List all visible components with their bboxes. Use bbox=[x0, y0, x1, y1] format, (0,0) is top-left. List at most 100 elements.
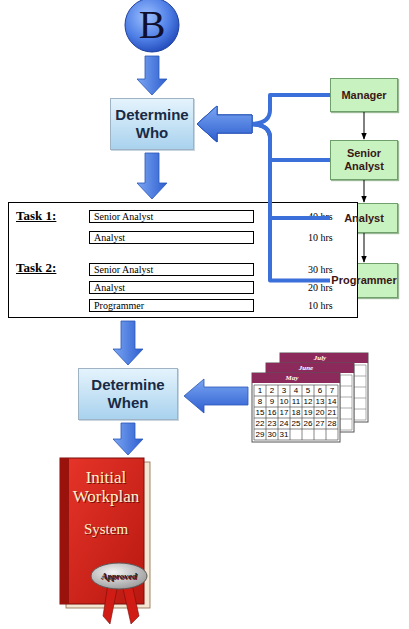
start-connector-circle: B bbox=[124, 0, 180, 53]
day-number: 23 bbox=[266, 418, 278, 429]
assignment-role: Programmer bbox=[90, 300, 253, 311]
sheet-header bbox=[266, 363, 354, 373]
day-number: 20 bbox=[314, 407, 326, 418]
assignment-role: Senior Analyst bbox=[90, 264, 253, 275]
assignment-hours: 30 hrs bbox=[308, 264, 333, 275]
day-number: 21 bbox=[326, 407, 338, 418]
assignment-hours: 40 hrs bbox=[308, 211, 333, 222]
day-number: 4 bbox=[290, 385, 302, 396]
flow-arrow bbox=[137, 56, 167, 95]
assignment-hours: 10 hrs bbox=[308, 300, 333, 311]
calendar-sheet bbox=[252, 373, 340, 442]
merge-brace-arrow bbox=[197, 106, 330, 160]
day-number: 24 bbox=[278, 418, 290, 429]
day-number: 15 bbox=[254, 407, 266, 418]
hierarchy-arrow bbox=[364, 112, 365, 139]
hierarchy-arrow bbox=[364, 180, 365, 202]
day-number: 8 bbox=[254, 396, 266, 407]
assignment-role: Analyst bbox=[90, 282, 253, 293]
role-label: Programmer bbox=[329, 274, 398, 287]
day-number: 11 bbox=[290, 396, 302, 407]
seal-label: Approved bbox=[101, 571, 137, 581]
assignment-hours: 20 hrs bbox=[308, 282, 333, 293]
sheet-body bbox=[252, 373, 340, 442]
month-name: June bbox=[286, 364, 326, 372]
day-number: 18 bbox=[290, 407, 302, 418]
day-number: 17 bbox=[278, 407, 290, 418]
day-number: 31 bbox=[278, 429, 290, 440]
task-heading: Task 2: bbox=[16, 260, 56, 276]
assignment-box: Programmer10 hrs bbox=[89, 299, 254, 312]
day-number: 2 bbox=[266, 385, 278, 396]
sheet-header bbox=[280, 353, 368, 363]
day-number: 25 bbox=[290, 418, 302, 429]
role-label: Senior Analyst bbox=[331, 147, 397, 173]
day-number: 22 bbox=[254, 418, 266, 429]
day-number: 7 bbox=[326, 385, 338, 396]
day-number: 27 bbox=[314, 418, 326, 429]
seal-ribbon bbox=[122, 584, 139, 624]
merge-brace-arrow bbox=[197, 106, 330, 281]
assignment-box: Analyst20 hrs bbox=[89, 281, 254, 294]
day-number: 29 bbox=[254, 429, 266, 440]
assignment-role: Analyst bbox=[90, 232, 253, 243]
day-number: 5 bbox=[302, 385, 314, 396]
process-box: Determine Who bbox=[110, 98, 194, 150]
task-table-box: Task 1:Task 2:Senior Analyst40 hrsAnalys… bbox=[8, 202, 358, 318]
day-number: 30 bbox=[266, 429, 278, 440]
seal-shape bbox=[91, 563, 147, 589]
process-label: Determine Who bbox=[111, 106, 193, 142]
brace-line bbox=[250, 124, 330, 218]
day-number: 12 bbox=[302, 396, 314, 407]
calendar-arrow bbox=[184, 379, 248, 413]
day-number: 14 bbox=[326, 396, 338, 407]
day-number: 10 bbox=[278, 396, 290, 407]
seal-ribbon bbox=[103, 584, 118, 624]
day-number: 19 bbox=[302, 407, 314, 418]
merge-brace-arrow bbox=[197, 95, 330, 142]
brace-line bbox=[250, 95, 330, 124]
role-box: Manager bbox=[330, 78, 398, 112]
month-name: May bbox=[272, 374, 312, 382]
brace-arrow-head bbox=[197, 106, 252, 142]
book-spine bbox=[60, 458, 69, 604]
flow-arrow bbox=[113, 321, 143, 365]
sheet-grid bbox=[254, 385, 338, 440]
circle-shape bbox=[125, 0, 179, 52]
merge-brace-arrow bbox=[197, 106, 330, 218]
day-number: 26 bbox=[302, 418, 314, 429]
flow-arrow bbox=[113, 423, 143, 455]
process-label: Determine When bbox=[79, 376, 177, 412]
hierarchy-arrow bbox=[364, 233, 365, 262]
day-number: 16 bbox=[266, 407, 278, 418]
assignment-hours: 10 hrs bbox=[308, 232, 333, 243]
approval-seal: Approved bbox=[90, 562, 148, 590]
brace-arrow-head bbox=[197, 106, 252, 142]
day-number: 6 bbox=[314, 385, 326, 396]
brace-arrow-head bbox=[197, 106, 252, 142]
brace-line bbox=[250, 124, 330, 281]
role-label: Manager bbox=[339, 89, 388, 102]
role-box: Senior Analyst bbox=[330, 140, 398, 180]
sheet-header bbox=[252, 373, 340, 383]
role-label: Analyst bbox=[342, 212, 386, 225]
brace-arrow-head bbox=[197, 106, 252, 142]
flow-arrow bbox=[137, 153, 167, 199]
assignment-role: Senior Analyst bbox=[90, 211, 253, 222]
day-number: 28 bbox=[326, 418, 338, 429]
connector-letter: B bbox=[139, 5, 166, 45]
process-box: Determine When bbox=[78, 368, 178, 420]
assignment-box: Analyst10 hrs bbox=[89, 231, 254, 244]
brace-line bbox=[250, 124, 330, 160]
workplan-book: Initial WorkplanSystemApproved bbox=[58, 458, 152, 624]
book-subtitle: System bbox=[68, 520, 144, 539]
day-number: 13 bbox=[314, 396, 326, 407]
day-number: 3 bbox=[278, 385, 290, 396]
day-number: 9 bbox=[266, 396, 278, 407]
book-title: Initial Workplan bbox=[68, 468, 144, 506]
assignment-box: Senior Analyst40 hrs bbox=[89, 210, 254, 223]
task-heading: Task 1: bbox=[16, 208, 56, 224]
day-number: 1 bbox=[254, 385, 266, 396]
month-name: July bbox=[300, 354, 340, 362]
